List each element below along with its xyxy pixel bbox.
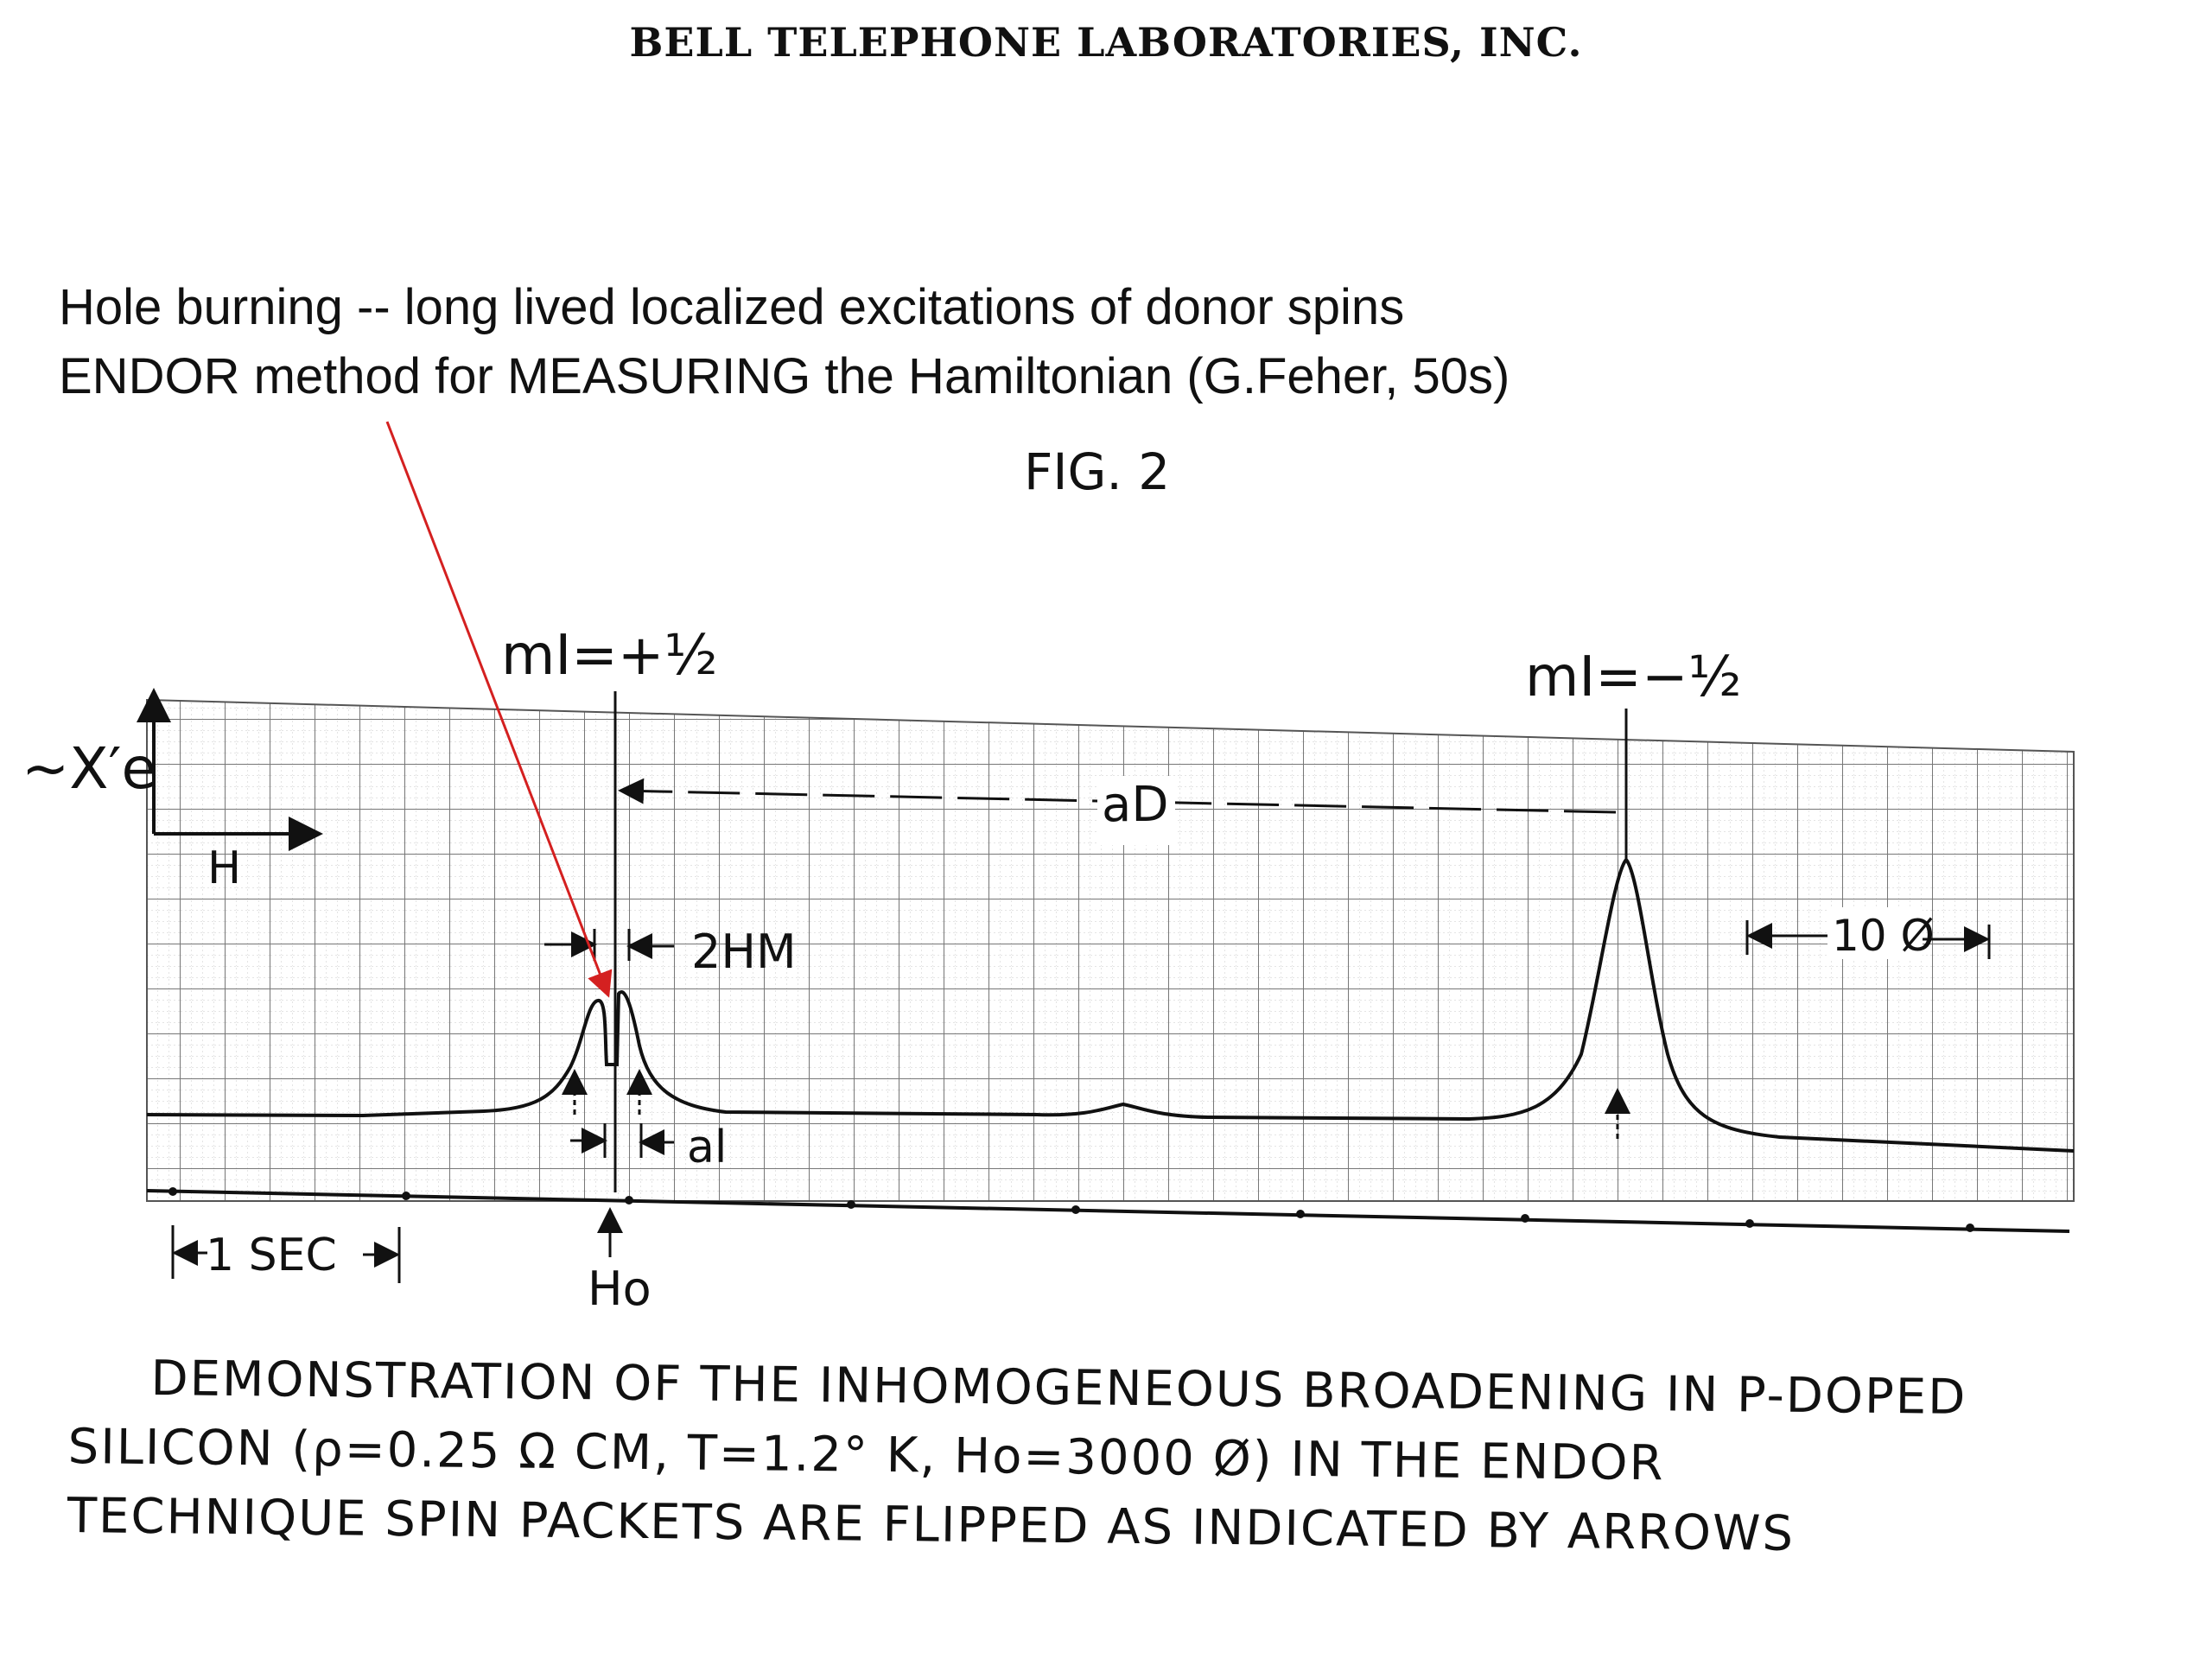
aD-label-bg: [1097, 776, 1175, 845]
h0-label: Ho: [588, 1262, 652, 1316]
scale-label-bg: [1827, 907, 1923, 959]
hm-label: 2HM: [691, 925, 797, 979]
x-axis-label: H: [207, 842, 241, 894]
annotation-line-1: Hole burning -- long lived localized exc…: [59, 279, 1405, 335]
axes-indicator: [137, 688, 323, 851]
al-label: al: [687, 1122, 727, 1173]
annotation-line-2: ENDOR method for MEASURING the Hamiltoni…: [59, 348, 1510, 404]
time-base: [146, 1187, 2070, 1233]
scale-label: 10 Ø: [1832, 911, 1935, 961]
aD-label: aD: [1102, 777, 1168, 833]
letterhead: BELL TELEPHONE LABORATORIES, INC.: [629, 19, 1583, 66]
signal-trace: [146, 857, 2075, 1153]
graph-paper-grid: [146, 698, 2075, 1202]
peak-right-label: mI=−½: [1525, 645, 1742, 709]
al-marker: [570, 1123, 674, 1158]
peak-left-label: mI=+½: [501, 624, 718, 688]
figure-caption: DEMONSTRATION OF THE INHOMOGENEOUS BROAD…: [67, 1344, 2177, 1573]
scale-bar: [1745, 920, 1991, 959]
figure-label: FIG. 2: [1024, 442, 1171, 501]
y-axis-label: ~X′e: [22, 735, 156, 802]
annotation-arrow: [385, 421, 613, 998]
hm-marker: [544, 929, 674, 961]
annotation-text: Hole burning -- long lived localized exc…: [59, 273, 1510, 411]
time-scale-label: 1 SEC: [206, 1230, 337, 1281]
time-scale-marker: [171, 1225, 401, 1283]
